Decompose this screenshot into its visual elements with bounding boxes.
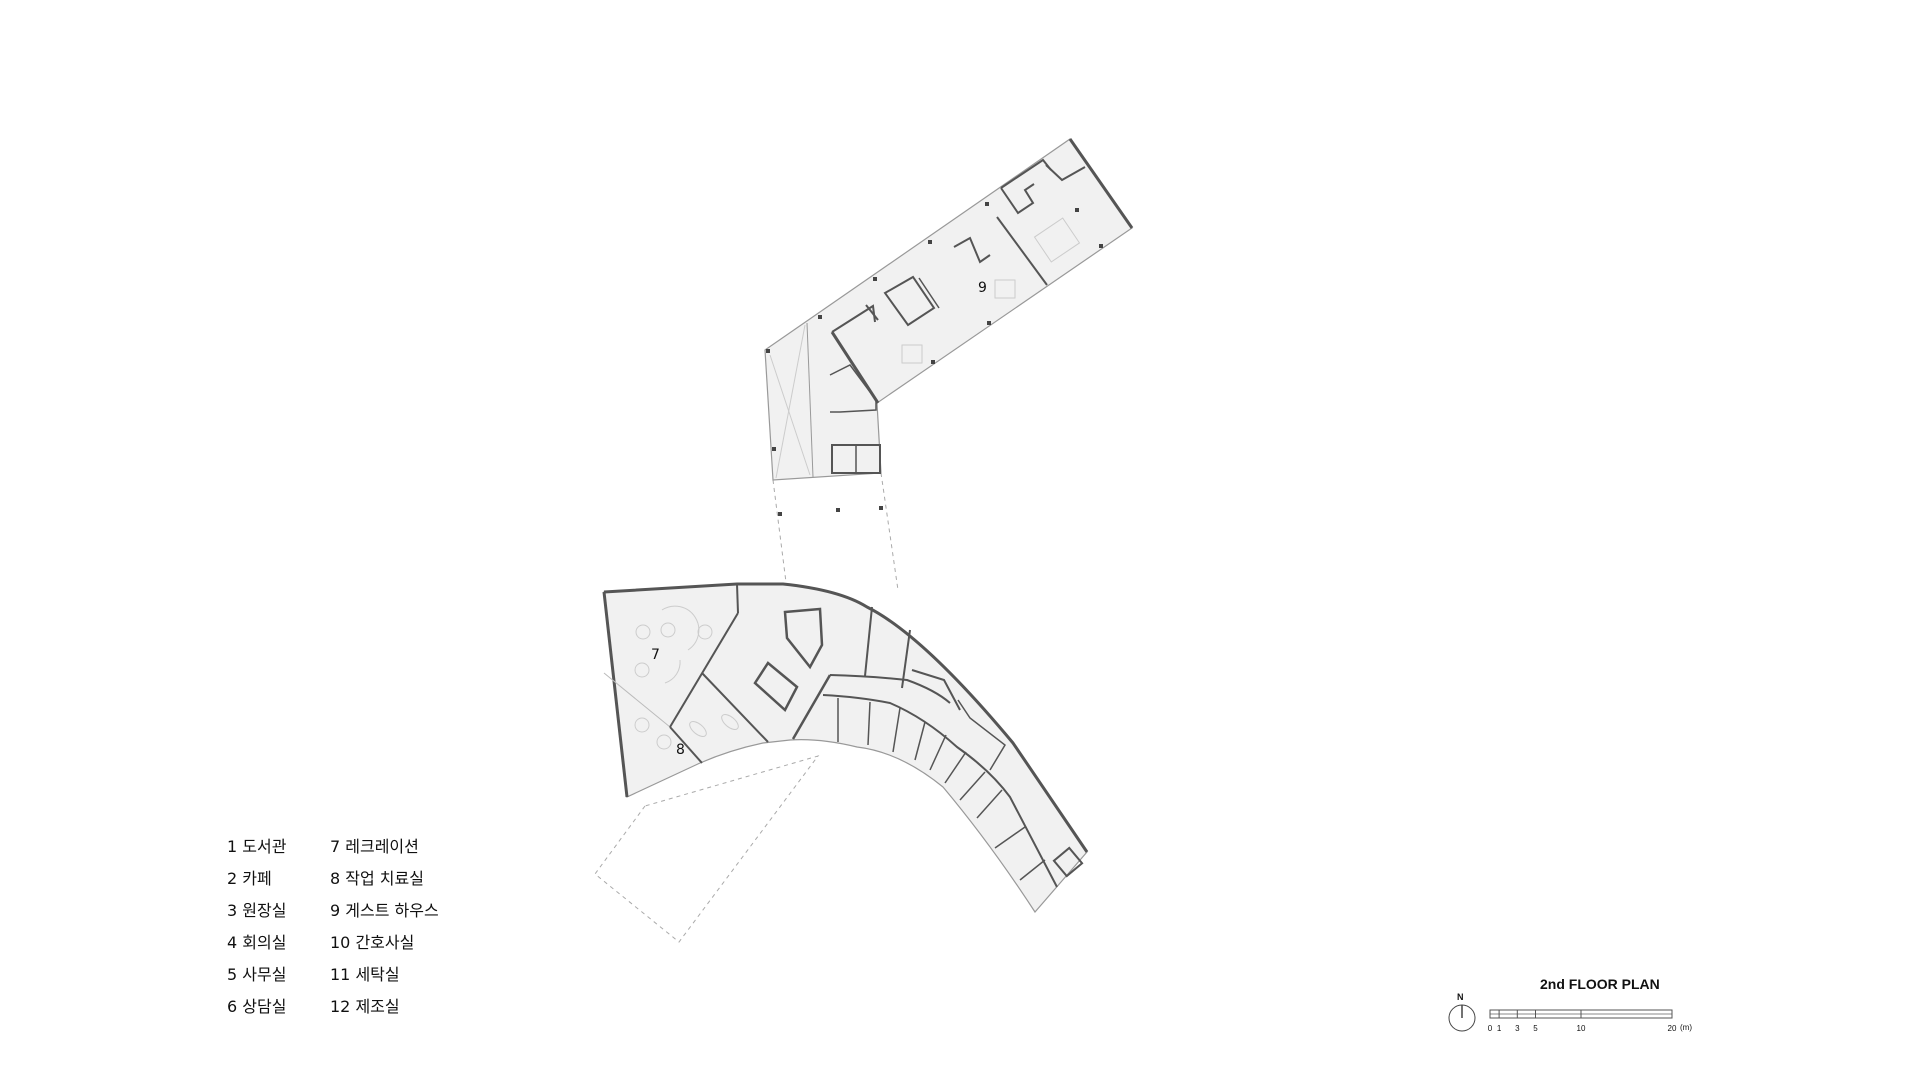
columns (766, 202, 1103, 516)
legend-item: 7 레크레이션 (330, 837, 419, 856)
legend-item: 9 게스트 하우스 (330, 901, 439, 920)
legend-item: 8 작업 치료실 (330, 869, 424, 888)
bridge-outline (594, 472, 899, 943)
legend-item: 6 상담실 (227, 997, 287, 1016)
furniture (634, 605, 739, 750)
legend-item: 5 사무실 (227, 965, 287, 984)
scale-tick-label: 3 (1515, 1024, 1520, 1033)
scale-tick-label: 5 (1533, 1024, 1538, 1033)
legend-item: 1 도서관 (227, 837, 287, 856)
plan-title: 2nd FLOOR PLAN (1540, 976, 1660, 992)
scale-tick-label: 10 (1576, 1024, 1586, 1033)
room-label-8: 8 (676, 742, 685, 758)
legend-item: 12 제조실 (330, 997, 400, 1016)
scale-unit: (m) (1680, 1023, 1692, 1032)
north-label: N (1457, 992, 1464, 1002)
main-wing (602, 582, 1089, 913)
room-label-9: 9 (978, 280, 987, 296)
legend-item: 3 원장실 (227, 901, 287, 920)
legend-item: 4 회의실 (227, 933, 287, 952)
legend-item: 2 카페 (227, 869, 272, 888)
room-label-7: 7 (651, 647, 660, 663)
guest-house-wing (764, 138, 1134, 516)
scale-tick-label: 20 (1667, 1024, 1677, 1033)
scale-bar (1489, 1009, 1673, 1019)
legend-item: 10 간호사실 (330, 933, 415, 952)
legend-item: 11 세탁실 (330, 965, 400, 984)
scale-tick-label: 0 (1487, 1024, 1493, 1033)
scale-tick-label: 1 (1496, 1024, 1502, 1033)
